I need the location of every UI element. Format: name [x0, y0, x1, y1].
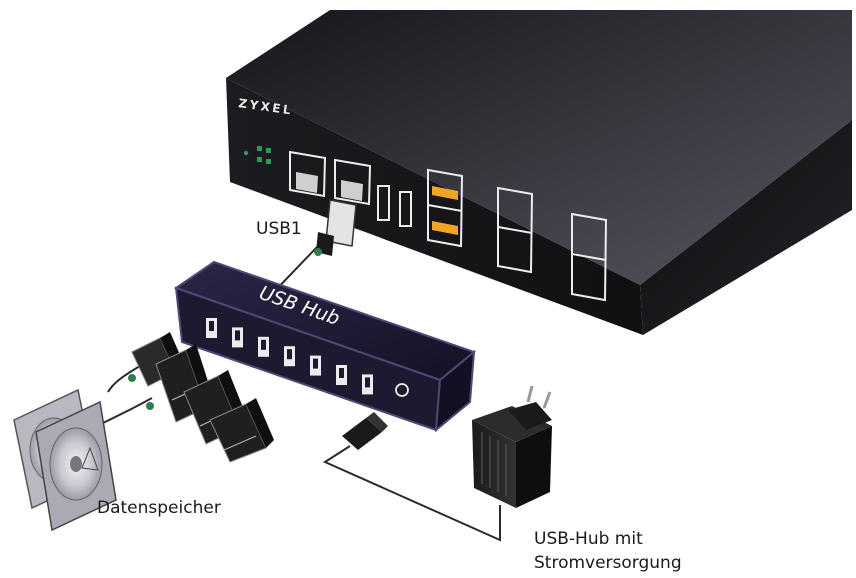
- power-label-line1: USB-Hub mit: [534, 529, 643, 550]
- hub-usb-port-slot: [209, 321, 214, 331]
- hub-usb-port-slot: [261, 340, 266, 350]
- usb1-label: USB1: [256, 219, 302, 240]
- storage-label: Datenspeicher: [97, 498, 221, 519]
- hub-usb-port-slot: [313, 359, 318, 369]
- hub-usb-port-slot: [365, 377, 370, 387]
- router: ZYXEL: [226, 10, 852, 335]
- power-connector: [342, 412, 388, 450]
- hub-usb-port-slot: [339, 368, 344, 378]
- hub-usb-port-slot: [235, 330, 240, 340]
- power-plug-icon: [472, 386, 552, 508]
- power-label-line2: Stromversorgung: [534, 553, 682, 574]
- hub-usb-port-slot: [287, 349, 292, 359]
